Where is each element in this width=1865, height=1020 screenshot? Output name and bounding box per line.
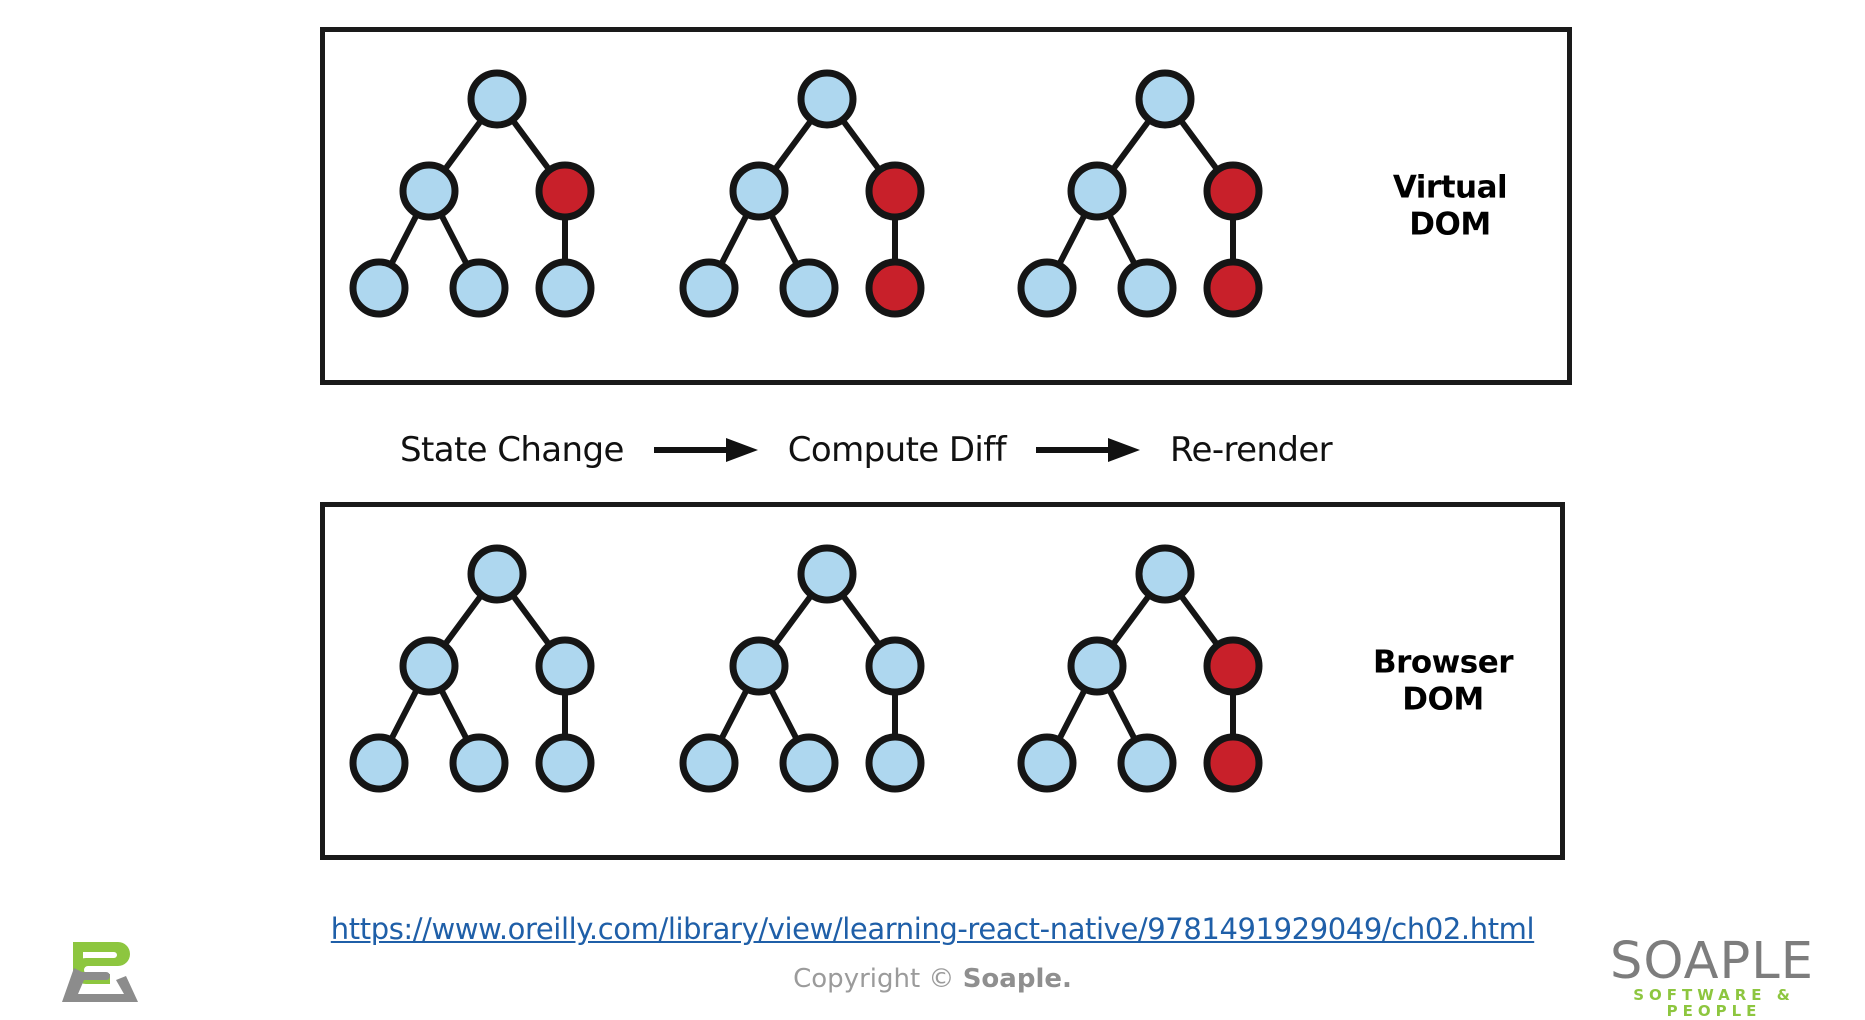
flow-step-compute-diff: Compute Diff [787,430,1007,470]
tree-node-blue [1117,733,1177,793]
tree-node-blue [349,733,409,793]
soaple-tagline: SOFTWARE & PEOPLE [1633,985,1795,1020]
tree-node-blue [1017,258,1077,318]
soaple-mark-icon [40,936,150,1008]
browser-dom-panel: Browser DOM [320,502,1565,860]
arrow-right-icon-2 [1036,435,1140,465]
tree-node-blue [729,636,789,696]
copyright-prefix: Copyright © [793,964,963,994]
tree-node-red [1203,258,1263,318]
tree-node-blue [865,733,925,793]
tree-node-blue [797,69,857,129]
virtual-dom-tree-3 [1015,32,1315,380]
virtual-dom-panel: Virtual DOM [320,27,1572,385]
tree-node-red [865,258,925,318]
tree-node-red [1203,161,1263,221]
tree-node-blue [399,636,459,696]
virtual-dom-tree-2 [677,32,977,380]
tree-node-blue [349,258,409,318]
virtual-dom-panel-label: Virtual DOM [1392,169,1508,242]
tree-node-blue [535,733,595,793]
tree-node-blue [679,733,739,793]
tree-node-red [865,161,925,221]
tree-node-blue [1017,733,1077,793]
browser-dom-tree-2 [677,507,977,855]
arrow-right-icon [653,435,758,465]
tree-node-blue [535,258,595,318]
tree-node-blue [729,161,789,221]
tree-node-blue [1067,636,1127,696]
tree-node-blue [1135,544,1195,604]
tree-node-blue [865,636,925,696]
copyright-brand: Soaple. [962,964,1072,994]
tree-node-blue [1117,258,1177,318]
browser-dom-tree-3 [1015,507,1315,855]
copyright-text: Copyright © Soaple. [0,964,1865,994]
virtual-dom-tree-1 [347,32,647,380]
tree-node-blue [399,161,459,221]
soaple-logo: SOAPLE SOFTWARE & PEOPLE [1577,932,1847,1020]
tree-node-blue [1135,69,1195,129]
tree-node-blue [779,258,839,318]
tree-node-blue [535,636,595,696]
flow-step-state-change: State Change [400,430,624,470]
soaple-wordmark: SOAPLE [1610,932,1814,991]
tree-node-blue [797,544,857,604]
tree-node-red [1203,636,1263,696]
browser-dom-tree-strip [325,507,1385,855]
tree-node-red [1203,733,1263,793]
tree-node-blue [467,69,527,129]
tree-node-blue [449,733,509,793]
state-flow-row: State Change Compute Diff Re-render [320,410,1570,490]
tree-node-blue [679,258,739,318]
tree-node-blue [1067,161,1127,221]
tree-node-red [535,161,595,221]
source-url-link[interactable]: https://www.oreilly.com/library/view/lea… [330,912,1535,946]
browser-dom-tree-1 [347,507,647,855]
browser-dom-panel-label: Browser DOM [1372,644,1514,717]
tree-node-blue [779,733,839,793]
flow-step-re-render: Re-render [1170,430,1333,470]
tree-node-blue [467,544,527,604]
tree-node-blue [449,258,509,318]
virtual-dom-tree-strip [325,32,1385,380]
